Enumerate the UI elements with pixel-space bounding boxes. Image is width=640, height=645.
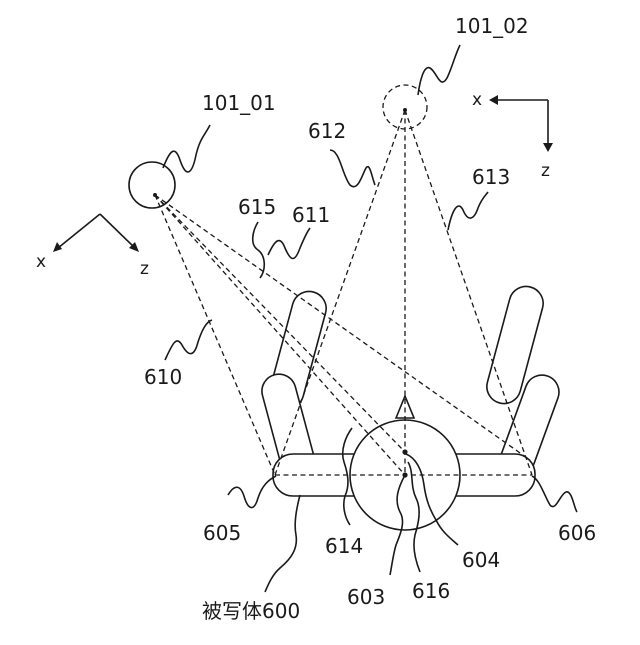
leader-605 [228,476,276,508]
label-camera-101-01: 101_01 [202,91,276,115]
label-604: 604 [462,548,500,572]
axis-1-z-label: z [140,259,149,279]
axis-2-x-label: x [472,90,482,110]
camera-1-center [153,193,157,197]
leader-101-01 [163,125,210,172]
label-611: 611 [292,203,330,227]
label-610: 610 [144,365,182,389]
label-612: 612 [308,119,346,143]
ray-611 [155,195,530,460]
camera-101-01 [129,162,175,208]
leader-612 [330,150,375,187]
label-616: 616 [412,579,450,603]
axis-1-x-label: x [36,252,46,272]
axis-2-z-label: z [541,161,550,181]
label-camera-101-02: 101_02 [455,14,529,38]
label-603: 603 [347,585,385,609]
label-605: 605 [203,521,241,545]
label-615: 615 [238,195,276,219]
subject-body [258,283,564,530]
axis-camera-1: x z [36,214,149,279]
label-614: 614 [325,534,363,558]
leader-613 [448,192,488,230]
leader-101-02 [418,45,460,95]
label-subject-600: 被写体600 [202,599,300,623]
leader-subject [265,495,300,592]
leader-606 [532,476,577,512]
camera-2-center [403,108,407,112]
leader-610 [165,320,212,360]
label-606: 606 [558,521,596,545]
leader-615 [253,222,265,278]
label-613: 613 [472,165,510,189]
camera-1-rays [155,195,530,475]
leader-611 [268,228,310,259]
ray-610 [155,195,275,475]
